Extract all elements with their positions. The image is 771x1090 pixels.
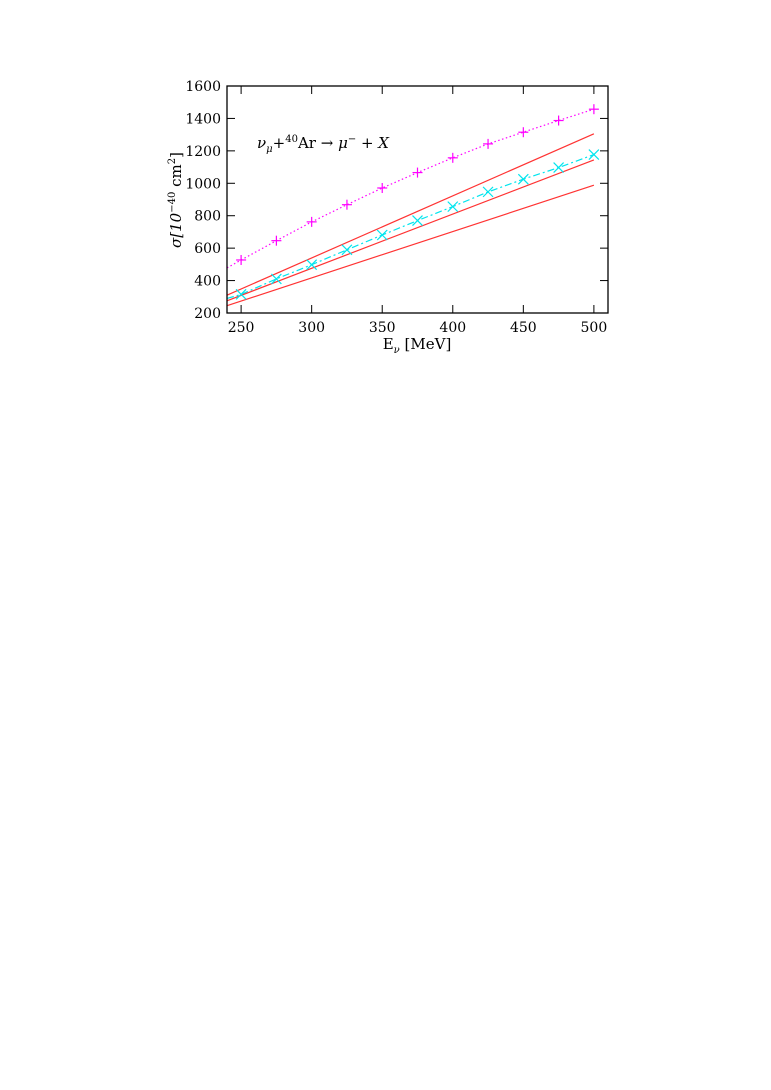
- y-tick-label: 1200: [185, 144, 221, 160]
- x-tick-label: 400: [439, 320, 466, 336]
- labels-layer: 250 300 350 400 450 500 200 400 600 800 1000 1200 14…: [185, 79, 607, 336]
- cross-marker: [482, 186, 494, 198]
- markers-layer: [235, 104, 600, 300]
- reaction-annotation: νμ+40Ar → μ− + X: [257, 134, 390, 155]
- plus-marker: [341, 199, 352, 210]
- plus-marker: [483, 138, 494, 149]
- cross-marker: [553, 162, 565, 173]
- series-line-cyan-dashdot-cross: [226, 154, 595, 299]
- plus-marker: [447, 152, 458, 163]
- axes-layer: [226, 85, 609, 314]
- plus-marker: [412, 167, 423, 178]
- cross-marker: [306, 259, 318, 271]
- x-axis-title: Eν [MeV]: [383, 335, 452, 356]
- y-tick-label: 200: [194, 306, 221, 322]
- cross-marker: [588, 149, 600, 161]
- cross-marker: [235, 288, 247, 300]
- plus-marker: [553, 115, 564, 126]
- plus-marker: [271, 235, 282, 246]
- cross-marker: [517, 173, 529, 185]
- x-tick-label: 500: [581, 320, 608, 336]
- y-axis-title: σ[10−40 cm2]: [167, 152, 185, 248]
- series-line-red-middle: [226, 159, 595, 302]
- x-tick-label: 300: [298, 320, 325, 336]
- cross-marker: [447, 201, 459, 213]
- series-layer: [226, 108, 595, 307]
- cross-marker: [341, 244, 353, 256]
- plus-marker: [588, 104, 599, 115]
- series-line-magenta-dotted-plus: [226, 108, 595, 269]
- plus-marker: [306, 216, 317, 227]
- series-line-red-upper: [226, 133, 595, 296]
- series-line-red-lower: [226, 184, 595, 307]
- cross-marker: [412, 215, 423, 227]
- plus-marker: [518, 127, 529, 138]
- plus-marker: [236, 254, 247, 265]
- y-tick-label: 600: [194, 241, 221, 257]
- x-tick-label: 250: [228, 320, 255, 336]
- y-tick-label: 1000: [185, 176, 221, 192]
- cross-marker: [376, 229, 388, 241]
- y-tick-label: 800: [194, 209, 221, 225]
- y-tick-label: 1600: [185, 79, 221, 95]
- plot-frame: [226, 85, 609, 314]
- y-tick-label: 400: [194, 274, 221, 290]
- plus-marker: [377, 182, 388, 193]
- x-tick-label: 450: [510, 320, 537, 336]
- y-tick-label: 1400: [185, 111, 221, 127]
- x-tick-label: 350: [369, 320, 396, 336]
- cross-marker: [270, 273, 282, 285]
